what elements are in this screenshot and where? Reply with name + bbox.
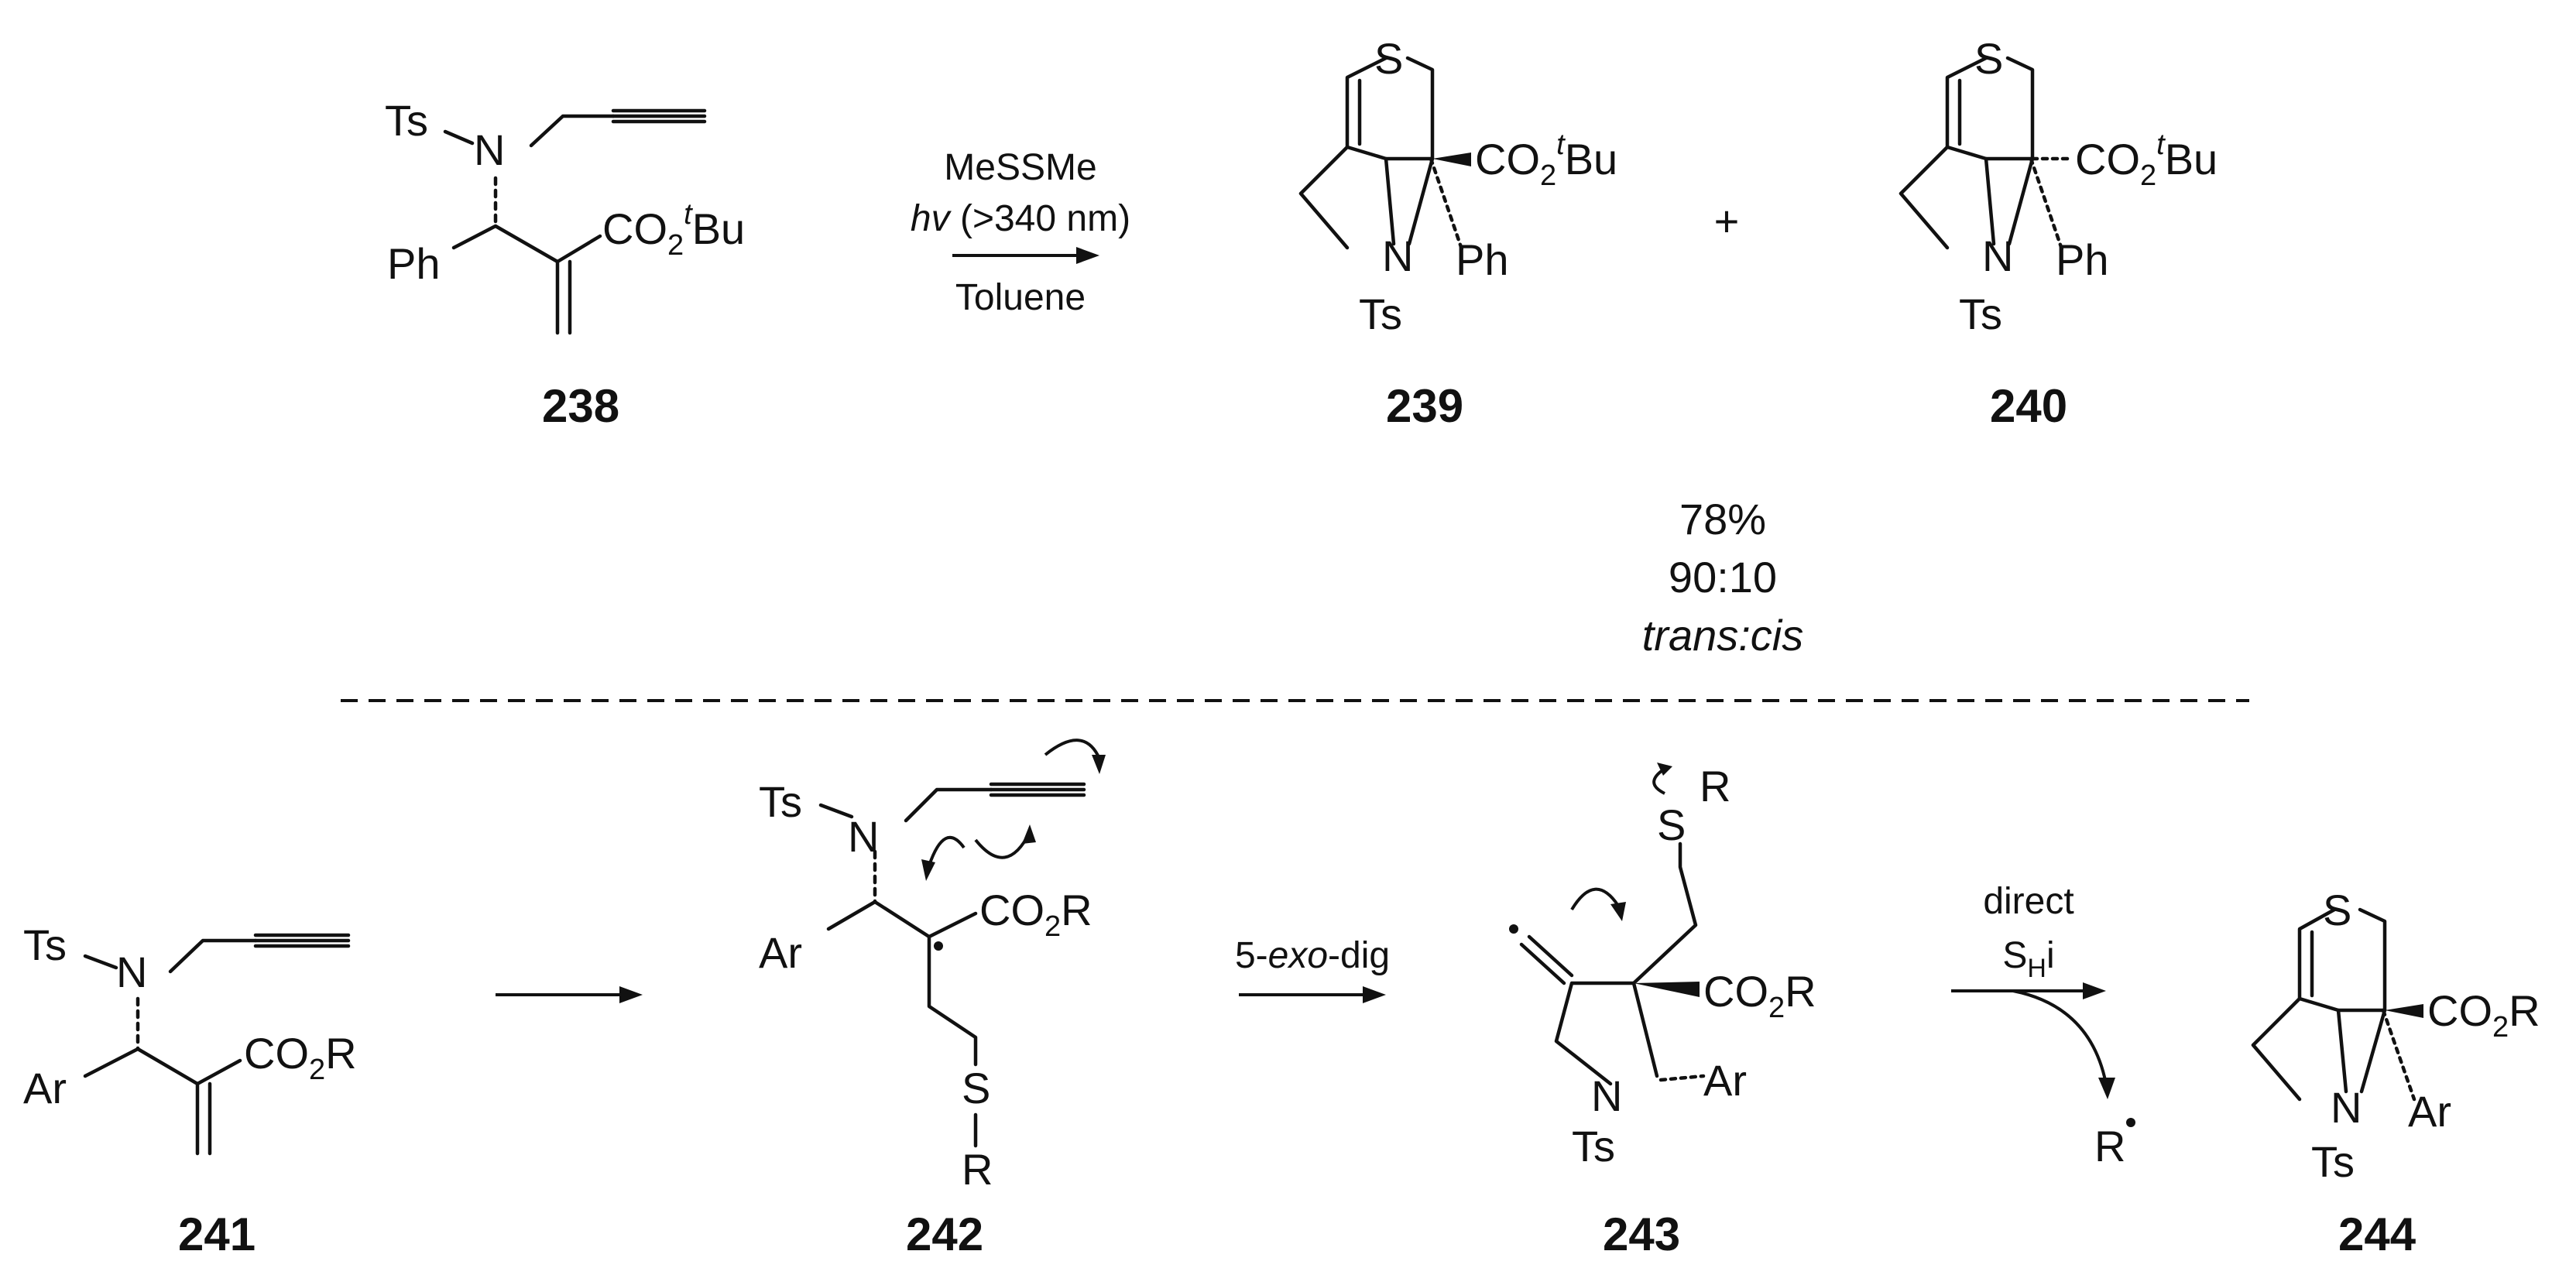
ester-label: CO2R <box>244 1029 357 1086</box>
reaction-arrow-3: 5-exo-dig <box>1235 935 1390 1003</box>
compound-239: S N Ts Ph CO2tBu 239 <box>1298 34 1617 432</box>
compound-number: 239 <box>1386 380 1463 432</box>
compound-number: 241 <box>178 1208 256 1260</box>
ar-label: Ar <box>2408 1087 2451 1136</box>
s-label: S <box>1974 34 2003 83</box>
ratio-text: 90:10 <box>1669 553 1777 602</box>
r-label: R <box>1700 762 1730 811</box>
solvent-label: Toluene <box>955 277 1086 318</box>
light-label: hv (>340 nm) <box>911 198 1130 239</box>
compound-244: S N Ts Ar CO2R 244 <box>2251 886 2540 1260</box>
ester-label: CO2tBu <box>602 198 745 262</box>
ester-label: CO2R <box>2427 986 2540 1044</box>
reaction-arrow-1: MeSSMe hv (>340 nm) Toluene <box>911 147 1130 318</box>
selectivity-text: trans:cis <box>1642 611 1804 660</box>
compound-number: 242 <box>906 1208 983 1260</box>
compound-240: S N Ts Ph CO2tBu 240 <box>1899 34 2218 432</box>
n-label: N <box>474 125 505 174</box>
s-label: S <box>2323 886 2351 934</box>
compound-241: Ts N Ar CO2R 241 <box>23 920 357 1260</box>
compound-number: 243 <box>1603 1208 1680 1260</box>
n-label: N <box>2331 1083 2362 1132</box>
reaction-arrow-4: direct SHi R <box>1951 881 2135 1170</box>
yield-block: 78% 90:10 trans:cis <box>1642 495 1804 660</box>
reagent-label: MeSSMe <box>944 147 1096 188</box>
step-label: 5-exo-dig <box>1235 935 1390 976</box>
n-label: N <box>848 812 879 861</box>
ar-label: Ar <box>23 1064 67 1112</box>
radical-dot <box>934 941 943 951</box>
ts-label: Ts <box>1572 1122 1615 1170</box>
s-label: S <box>1374 34 1403 83</box>
compound-number: 238 <box>542 380 619 432</box>
yield-text: 78% <box>1679 495 1766 543</box>
reaction-arrow-2 <box>496 986 643 1003</box>
compound-238: Ts N Ph CO2tBu 238 <box>385 96 745 432</box>
radical-dot <box>2126 1118 2135 1127</box>
ester-label: CO2tBu <box>1475 129 1617 192</box>
step-label-1: direct <box>1983 881 2073 922</box>
n-label: N <box>1982 231 2013 280</box>
ester-label: CO2R <box>979 886 1092 943</box>
plus-sign: + <box>1714 197 1740 245</box>
ts-label: Ts <box>1959 290 2002 338</box>
compound-242: Ts N Ar CO2R S R 242 <box>759 739 1106 1260</box>
ph-label: Ph <box>387 239 441 288</box>
ts-label: Ts <box>385 96 428 145</box>
n-label: N <box>116 948 147 996</box>
ph-label: Ph <box>1456 235 1509 284</box>
s-label: S <box>962 1064 990 1112</box>
ar-label: Ar <box>759 928 802 977</box>
ts-label: Ts <box>23 920 67 969</box>
ts-label: Ts <box>2311 1137 2355 1186</box>
compound-number: 244 <box>2338 1208 2417 1260</box>
n-label: N <box>1591 1071 1622 1120</box>
ar-label: Ar <box>1703 1056 1747 1105</box>
r-label: R <box>962 1145 993 1194</box>
step-label-2: SHi <box>2002 935 2054 983</box>
n-label: N <box>1382 231 1413 280</box>
ester-label: CO2tBu <box>2075 129 2218 192</box>
ts-label: Ts <box>1359 290 1402 338</box>
s-label: S <box>1657 800 1686 849</box>
radical-dot <box>1509 924 1518 934</box>
ts-label: Ts <box>759 777 802 826</box>
byproduct-label: R <box>2094 1122 2125 1170</box>
ester-label: CO2R <box>1703 967 1816 1024</box>
compound-number: 240 <box>1990 380 2067 432</box>
compound-243: S R N Ts Ar CO2R 243 <box>1509 762 1816 1260</box>
ph-label: Ph <box>2056 235 2109 284</box>
